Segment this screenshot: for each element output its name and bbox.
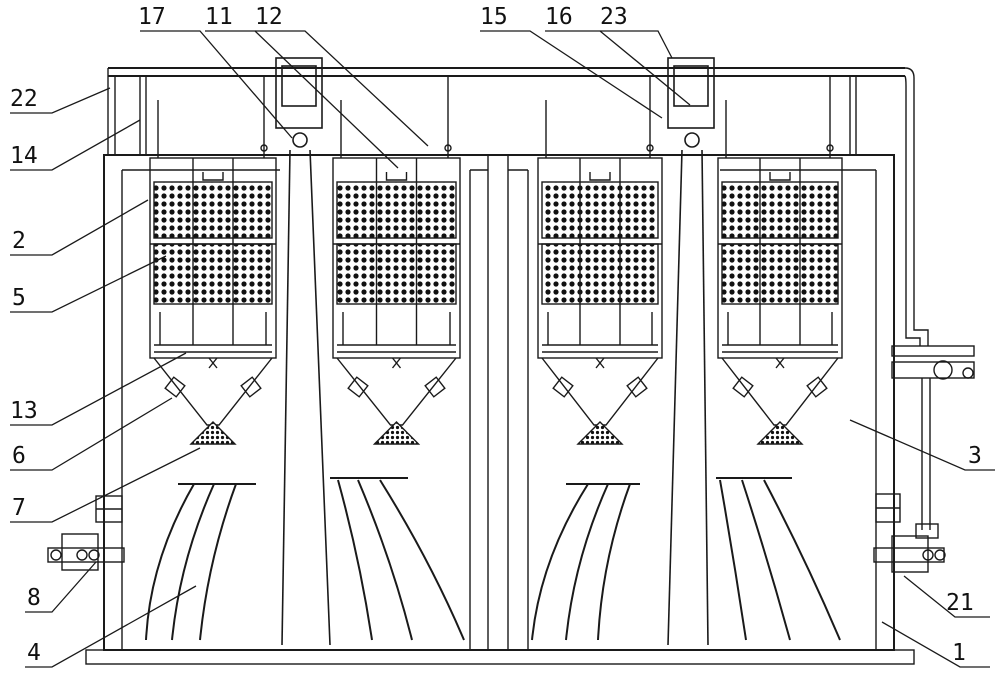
media-block-upper bbox=[336, 181, 457, 239]
base-plate bbox=[85, 649, 915, 665]
media-block-upper bbox=[721, 181, 839, 239]
hopper bbox=[153, 357, 273, 426]
label-4: 4 bbox=[27, 640, 41, 666]
deflector-blade-2 bbox=[171, 483, 215, 641]
top-cup bbox=[202, 172, 224, 181]
filter-module-4 bbox=[717, 76, 843, 445]
label-5: 5 bbox=[12, 285, 26, 311]
hopper-valve-left bbox=[164, 376, 186, 398]
deflector-blade-11 bbox=[741, 479, 791, 641]
tube-wall bbox=[281, 149, 291, 646]
hopper-arrow bbox=[775, 357, 785, 369]
deflector-blade-1 bbox=[199, 483, 237, 641]
hopper-arrow bbox=[208, 357, 218, 369]
label-7: 7 bbox=[12, 495, 26, 521]
module-frame bbox=[332, 157, 461, 359]
valve bbox=[646, 144, 654, 152]
hopper-arrow bbox=[595, 357, 605, 369]
draft-tube-2 bbox=[667, 57, 715, 646]
filter-module-3 bbox=[537, 76, 663, 445]
module-frame bbox=[149, 157, 277, 359]
deflector-blade-7 bbox=[597, 483, 631, 641]
filter-module-2 bbox=[332, 76, 461, 445]
label-21: 21 bbox=[946, 590, 974, 616]
media-block-lower bbox=[721, 243, 839, 305]
top-box bbox=[275, 57, 323, 129]
top-cup bbox=[769, 172, 791, 181]
hopper bbox=[721, 357, 839, 426]
hopper bbox=[336, 357, 457, 426]
tube-wall bbox=[667, 149, 683, 646]
label-3: 3 bbox=[968, 443, 982, 469]
gravel-pile bbox=[576, 421, 624, 445]
top-box-inner bbox=[673, 65, 709, 107]
media-block-lower bbox=[153, 243, 273, 305]
gravel-pile bbox=[756, 421, 804, 445]
draft-tube-1 bbox=[275, 57, 331, 646]
label-15: 15 bbox=[480, 4, 508, 30]
deflector-blade-3 bbox=[145, 483, 195, 641]
hopper-valve-left bbox=[552, 376, 574, 398]
tube-wall bbox=[701, 149, 709, 646]
tube-fitting bbox=[292, 132, 308, 148]
center-partition bbox=[487, 154, 509, 651]
media-block-upper bbox=[541, 181, 659, 239]
tube-fitting bbox=[684, 132, 700, 148]
label-8: 8 bbox=[27, 585, 41, 611]
filter-module-1 bbox=[149, 76, 277, 445]
tube-wall bbox=[309, 149, 331, 646]
label-1: 1 bbox=[952, 640, 966, 666]
label-6: 6 bbox=[12, 443, 26, 469]
deflector-blade-4 bbox=[337, 479, 373, 641]
label-17: 17 bbox=[138, 4, 166, 30]
hopper-valve-left bbox=[732, 376, 754, 398]
label-14: 14 bbox=[10, 143, 38, 169]
media-block-lower bbox=[336, 243, 457, 305]
label-16: 16 bbox=[545, 4, 573, 30]
top-cup bbox=[385, 172, 408, 181]
valve bbox=[444, 144, 452, 152]
gravel-pile bbox=[372, 421, 421, 445]
media-block-lower bbox=[541, 243, 659, 305]
media-block-upper bbox=[153, 181, 273, 239]
module-frame bbox=[717, 157, 843, 359]
label-2: 2 bbox=[12, 228, 26, 254]
deflector-blade-9 bbox=[531, 483, 589, 641]
valve bbox=[826, 144, 834, 152]
label-12: 12 bbox=[255, 4, 283, 30]
deflector-blade-5 bbox=[357, 479, 413, 641]
top-box-inner bbox=[281, 65, 317, 107]
valve bbox=[260, 144, 268, 152]
top-cup bbox=[589, 172, 611, 181]
deflector-blade-6 bbox=[379, 479, 465, 641]
deflector-blade-8 bbox=[565, 483, 609, 641]
top-box bbox=[667, 57, 715, 129]
hopper-valve-right bbox=[626, 376, 648, 398]
module-frame bbox=[537, 157, 663, 359]
deflector-blade-12 bbox=[763, 479, 841, 641]
hopper-arrow bbox=[391, 357, 402, 369]
leader-lines bbox=[10, 30, 995, 668]
hopper-valve-right bbox=[806, 376, 828, 398]
gravel-pile bbox=[189, 421, 237, 445]
hopper-valve-left bbox=[347, 376, 369, 398]
deflector-blade-10 bbox=[719, 479, 747, 641]
hopper bbox=[541, 357, 659, 426]
label-13: 13 bbox=[10, 398, 38, 424]
label-23: 23 bbox=[600, 4, 628, 30]
hopper-valve-right bbox=[240, 376, 262, 398]
label-11: 11 bbox=[205, 4, 233, 30]
label-22: 22 bbox=[10, 86, 38, 112]
hopper-valve-right bbox=[424, 376, 446, 398]
